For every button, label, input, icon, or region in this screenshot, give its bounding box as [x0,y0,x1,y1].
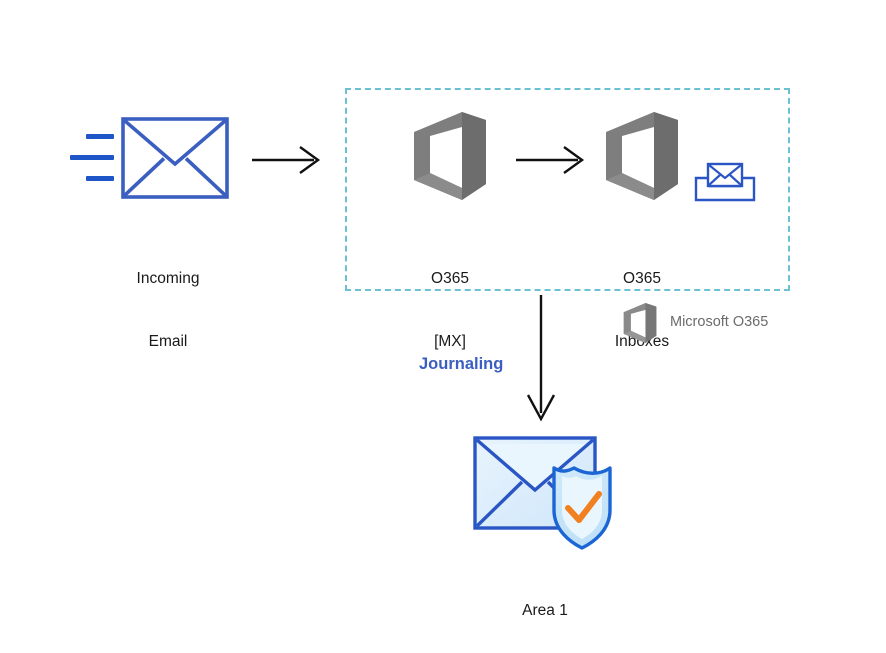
legend-office-icon-wrap [620,302,660,344]
area1-node [470,432,628,550]
incoming-email-node [70,112,235,212]
office-icon-right-face [645,303,657,343]
arrow-mx-to-inboxes [516,142,588,178]
o365-mx-caption-line-1: O365 [431,270,469,287]
arrow-incoming-to-mx [252,142,324,178]
envelope-flap [123,119,227,167]
o365-mx-caption: O365 [MX] [382,226,518,394]
o365-inboxes-tray [694,160,756,204]
microsoft-o365-zone [345,88,790,291]
office-icon-right-face [462,112,486,200]
office-icon-shadow [623,330,646,343]
journaling-label: Journaling [419,355,504,373]
office-icon-right-face [654,112,678,200]
arrow-inboxes-to-area1 [522,295,560,423]
o365-inboxes-caption-line-1: O365 [623,270,661,287]
envelope-body [121,117,229,199]
inbox-envelope-fold-left [708,174,721,186]
email-security-shield-icon [473,436,612,550]
inbox-envelope-body [706,162,744,188]
office-365-icon [623,303,657,343]
envelope-fold-left [123,157,166,197]
envelope-icon [70,117,229,199]
office-icon-shadow [606,173,654,200]
arrow-head [526,394,556,422]
area1-caption: Area 1 email security [465,558,625,653]
area1-caption-line-1: Area 1 [522,602,568,619]
incoming-email-caption-line-1: Incoming [136,270,200,287]
incoming-email-caption-line-2: Email [148,333,188,350]
area1-envelope-flap [475,438,595,493]
office-icon-page [630,309,646,338]
o365-mx-node [406,110,494,202]
envelope-fold-right [184,157,227,197]
incoming-email-caption: Incoming Email [88,226,248,394]
check-icon [565,491,602,523]
speed-line-bottom [86,176,114,181]
inbox-envelope-flap [708,164,742,180]
office-icon-page [622,127,654,188]
office-icon-page [430,127,462,188]
inbox-tray-envelope-icon [694,162,756,202]
office-icon-shadow [414,173,462,200]
legend-label: Microsoft O365 [670,314,769,330]
area1-envelope-flap-fill [480,444,590,490]
area1-envelope-fold-left [475,480,524,528]
speed-line-middle [70,155,114,160]
office-365-icon [414,112,486,200]
arrow-head [563,146,585,174]
o365-mx-caption-line-2: [MX] [434,333,466,350]
area1-shield-inner [562,476,602,539]
office-365-icon [606,112,678,200]
o365-inboxes-node [598,110,686,202]
inbox-envelope-fold-right [729,174,742,186]
arrow-head [299,146,321,174]
speed-line-top [86,134,114,139]
